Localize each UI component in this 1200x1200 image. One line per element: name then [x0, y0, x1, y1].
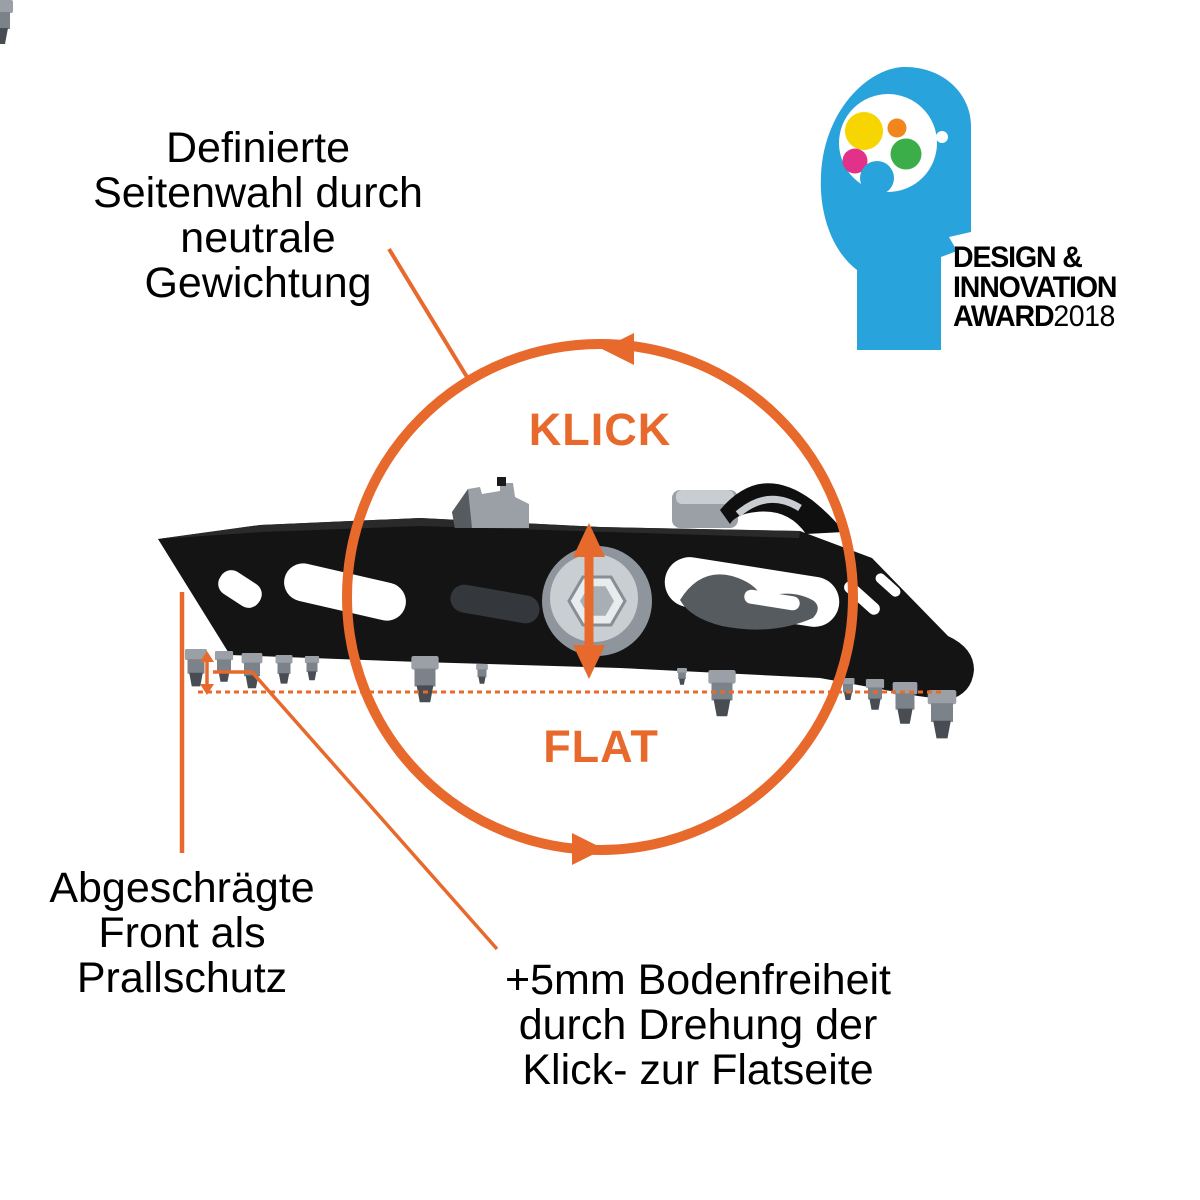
award-line2: INNOVATION: [953, 270, 1117, 304]
flat-side-label: FLAT: [543, 721, 659, 772]
eye-dot-icon: [936, 131, 948, 143]
award-title: DESIGN & INNOVATION AWARD2018: [953, 241, 1117, 332]
caption-line: Abgeschrägte: [49, 864, 315, 912]
caption-clearance: +5mm Bodenfreiheit durch Drehung der Kli…: [448, 958, 948, 1093]
caption-line: Seitenwahl durch: [93, 169, 423, 217]
front-clip-facet: [452, 489, 472, 528]
dot-orange-icon: [887, 118, 907, 138]
caption-line: neutrale: [180, 214, 336, 262]
leader-clearance: [213, 670, 499, 951]
front-clip: [452, 483, 529, 528]
leader-weighting: [387, 247, 469, 379]
caption-line: +5mm Bodenfreiheit: [504, 956, 891, 1004]
klick-binding-clips: [452, 477, 844, 534]
annotation-lines: [179, 247, 944, 951]
clearance-measure-arrow: [200, 651, 214, 695]
caption-front: Abgeschrägte Front als Prallschutz: [21, 866, 343, 1001]
caption-line: Klick- zur Flatseite: [522, 1046, 874, 1094]
caption-line: Front als: [98, 909, 266, 957]
award-logo: [820, 67, 971, 350]
dot-magenta-icon: [842, 148, 868, 174]
rotation-ring: [342, 333, 858, 865]
spindle: [542, 546, 652, 656]
caption-line: durch Drehung der: [518, 1001, 878, 1049]
award-line1: DESIGN &: [953, 241, 1083, 274]
klick-side-label: KLICK: [528, 404, 672, 455]
rear-clip-highlight: [676, 490, 734, 504]
award-year: 2018: [1053, 300, 1115, 333]
slot-inside-hook: [744, 589, 800, 611]
ring-arrowhead-bottom: [572, 833, 604, 865]
slot-left-small: [218, 570, 262, 608]
caption-line: Gewichtung: [144, 259, 372, 307]
dot-green-icon: [890, 138, 922, 170]
award-word: AWARD: [953, 300, 1055, 333]
pedal-illustration: [0, 0, 974, 739]
pedal-top-edge: [158, 518, 800, 539]
flip-arrow: [573, 523, 605, 679]
front-clip-stub: [497, 477, 506, 486]
rear-clip-arm: [720, 483, 844, 534]
caption-weighting: Definierte Seitenwahl durch neutrale Gew…: [58, 126, 458, 306]
caption-line: Definierte: [165, 124, 351, 172]
rear-clip-spring: [735, 495, 802, 517]
caption-line: Prallschutz: [76, 954, 288, 1002]
award-line3: AWARD2018: [953, 302, 1116, 332]
ring-arrowhead-top: [602, 333, 634, 365]
slot-right-thin2: [875, 573, 901, 597]
slot-center-dark: [450, 584, 540, 624]
dot-blue-icon: [860, 161, 894, 195]
traction-pins: [0, 0, 957, 739]
dot-yellow-icon: [845, 112, 883, 150]
